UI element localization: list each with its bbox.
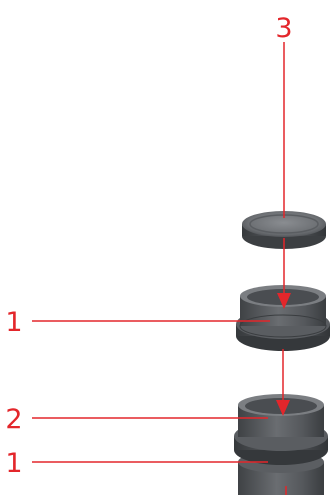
callout-number-middle: 1	[5, 307, 22, 338]
callout-number-lower-upper: 2	[5, 404, 22, 435]
callout-number-top: 3	[275, 13, 292, 44]
callout-number-lower-bottom: 1	[5, 448, 22, 479]
